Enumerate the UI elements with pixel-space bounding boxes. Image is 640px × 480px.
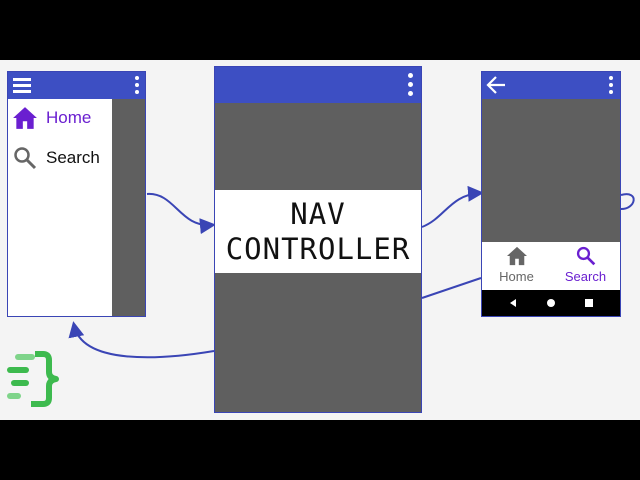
arrow-bottomnav-loop bbox=[619, 193, 635, 211]
back-arrow-icon[interactable] bbox=[486, 76, 506, 94]
overflow-menu-icon[interactable] bbox=[609, 76, 613, 97]
nav-controller-screen: NAV CONTROLLER bbox=[214, 66, 422, 413]
app-bar bbox=[215, 67, 421, 103]
system-home-icon[interactable] bbox=[546, 298, 556, 308]
drawer-item-search[interactable]: Search bbox=[12, 146, 100, 170]
overflow-menu-icon[interactable] bbox=[135, 76, 139, 97]
brand-logo-icon bbox=[7, 351, 59, 407]
home-icon bbox=[13, 107, 37, 129]
bottom-nav-item-search[interactable]: Search bbox=[551, 242, 620, 290]
drawer-item-home[interactable]: Home bbox=[12, 106, 91, 130]
search-icon bbox=[14, 147, 37, 170]
bottom-nav-label: Home bbox=[499, 269, 534, 284]
arrow-controller-to-bottomnav bbox=[421, 185, 484, 228]
arrow-controller-to-drawer bbox=[68, 321, 215, 359]
system-navigation-bar bbox=[482, 290, 620, 316]
navigation-drawer: Home Search bbox=[8, 99, 112, 316]
flow-arrows bbox=[68, 185, 635, 359]
system-back-icon[interactable] bbox=[508, 298, 518, 308]
system-recents-icon[interactable] bbox=[584, 298, 594, 308]
bottom-nav-item-home[interactable]: Home bbox=[482, 242, 551, 290]
app-bar bbox=[8, 72, 145, 99]
home-icon bbox=[506, 246, 527, 266]
bottom-nav-label: Search bbox=[564, 269, 607, 284]
arrow-bottomnav-to-controller bbox=[421, 277, 482, 299]
drawer-item-label: Search bbox=[46, 148, 100, 167]
diagram-canvas: Home Search NAV CONTROLLER bbox=[0, 60, 640, 420]
nav-controller-label: NAV CONTROLLER bbox=[215, 190, 421, 273]
search-icon bbox=[576, 246, 595, 266]
bottom-nav-screen: Home Search bbox=[481, 71, 621, 317]
bottom-navigation-bar: Home Search bbox=[482, 242, 620, 290]
nav-controller-title-line1: NAV bbox=[290, 196, 346, 231]
nav-controller-title-line2: CONTROLLER bbox=[225, 231, 411, 266]
drawer-item-label: Home bbox=[46, 108, 92, 127]
hamburger-menu-icon[interactable] bbox=[13, 77, 31, 93]
arrow-drawer-to-controller bbox=[146, 192, 216, 235]
overflow-menu-icon[interactable] bbox=[408, 73, 413, 99]
app-bar bbox=[482, 72, 620, 99]
drawer-screen: Home Search bbox=[7, 71, 146, 317]
